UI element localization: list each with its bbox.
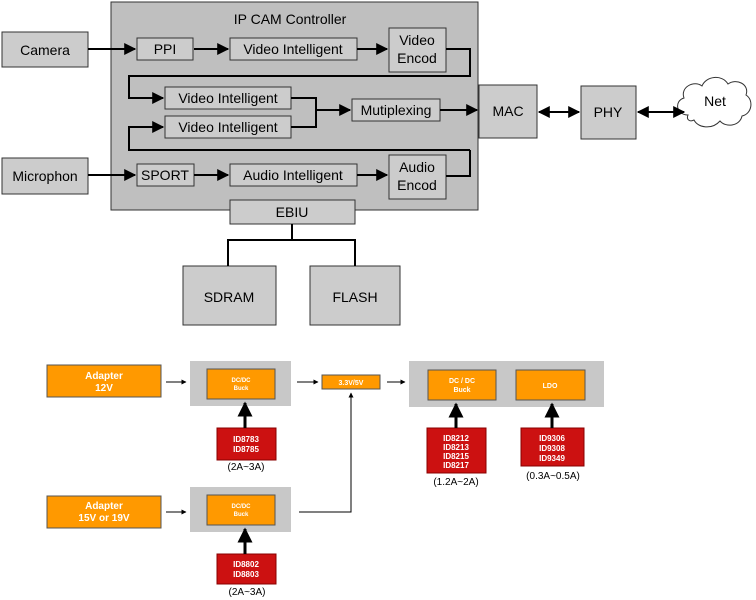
chips-4-current: (0.3A~0.5A) [526, 471, 580, 482]
rail-box [321, 374, 381, 390]
chips-1-box [216, 427, 277, 461]
dcdc-buck-3-label-2: Buck [453, 387, 470, 394]
chip-3-c: ID8215 [443, 452, 469, 461]
chips-1-current: (2A~3A) [228, 462, 265, 473]
sdram-label: SDRAM [204, 289, 255, 305]
video-intelligent-1-label: Video Intelligent [243, 41, 342, 57]
audio-encod-label-2: Encod [397, 177, 437, 193]
chips-2-current: (2A~3A) [229, 587, 266, 598]
chip-1-a: ID8783 [233, 435, 259, 444]
ldo-box [515, 369, 586, 401]
adapter-15v-label-1: Adapter [85, 501, 123, 512]
chips-2-box [216, 553, 277, 585]
phy-label: PHY [594, 104, 623, 120]
camera-box [1, 31, 89, 68]
video-intelligent-2-label: Video Intelligent [178, 90, 277, 106]
dcdc-buck-3-label-1: DC / DC [449, 378, 475, 385]
sport-label: SPORT [141, 167, 189, 183]
flash-box [309, 265, 401, 326]
chip-3-a: ID8212 [443, 434, 469, 443]
ebiu-box [229, 199, 356, 225]
chip-2-a: ID8802 [233, 560, 259, 569]
video-intelligent-3-label: Video Intelligent [178, 119, 277, 135]
dcdc-buck-2-label-2: Buck [234, 512, 249, 518]
ldo-label: LDO [543, 383, 558, 390]
chip-4-c: ID9349 [539, 454, 565, 463]
power-connectors [166, 379, 560, 554]
chip-4-b: ID9308 [539, 444, 565, 453]
adapter-15v-box [46, 495, 162, 529]
ebiu-label: EBIU [276, 204, 309, 220]
dcdc-buck-3-box [427, 369, 497, 401]
dcdc-buck-1-label-2: Buck [234, 386, 249, 392]
chip-3-d: ID8217 [443, 461, 469, 470]
dcdc-buck-1-label-1: DC/DC [232, 378, 252, 384]
microphone-box [1, 157, 89, 195]
adapter-12v-label-1: Adapter [85, 371, 123, 382]
audio-encod-label-1: Audio [399, 159, 435, 175]
audio-encod-box [388, 154, 447, 200]
chip-3-b: ID8213 [443, 443, 469, 452]
dcdc-buck-2-label-1: DC/DC [232, 504, 252, 510]
camera-label: Camera [20, 42, 70, 58]
adapter-12v-box [46, 364, 162, 398]
phy-box [580, 85, 637, 140]
audio-intelligent-label: Audio Intelligent [243, 167, 343, 183]
microphone-label: Microphon [12, 168, 77, 184]
video-encod-label-1: Video [399, 32, 435, 48]
flash-label: FLASH [332, 289, 377, 305]
mac-box [478, 84, 538, 139]
adapter-12v-label-2: 12V [95, 383, 113, 394]
rail-label: 3.3V/5V [339, 380, 364, 387]
dcdc-buck-2-box [206, 494, 276, 526]
chip-2-b: ID8803 [233, 570, 259, 579]
chip-1-b: ID8785 [233, 445, 259, 454]
chips-3-current: (1.2A~2A) [433, 477, 478, 488]
chip-4-a: ID9306 [539, 434, 565, 443]
net-label: Net [704, 93, 726, 109]
top-connectors [88, 43, 686, 266]
ppi-label: PPI [154, 41, 177, 57]
ppi-box [136, 37, 194, 61]
mac-label: MAC [492, 103, 523, 119]
sdram-box [182, 265, 277, 326]
multiplexing-label: Mutiplexing [361, 102, 432, 118]
video-encod-label-2: Encod [397, 50, 437, 66]
adapter-15v-label-2: 15V or 19V [78, 513, 129, 524]
net-cloud [677, 77, 752, 128]
controller-title: IP CAM Controller [234, 11, 347, 27]
dcdc-buck-1-box [206, 368, 276, 400]
